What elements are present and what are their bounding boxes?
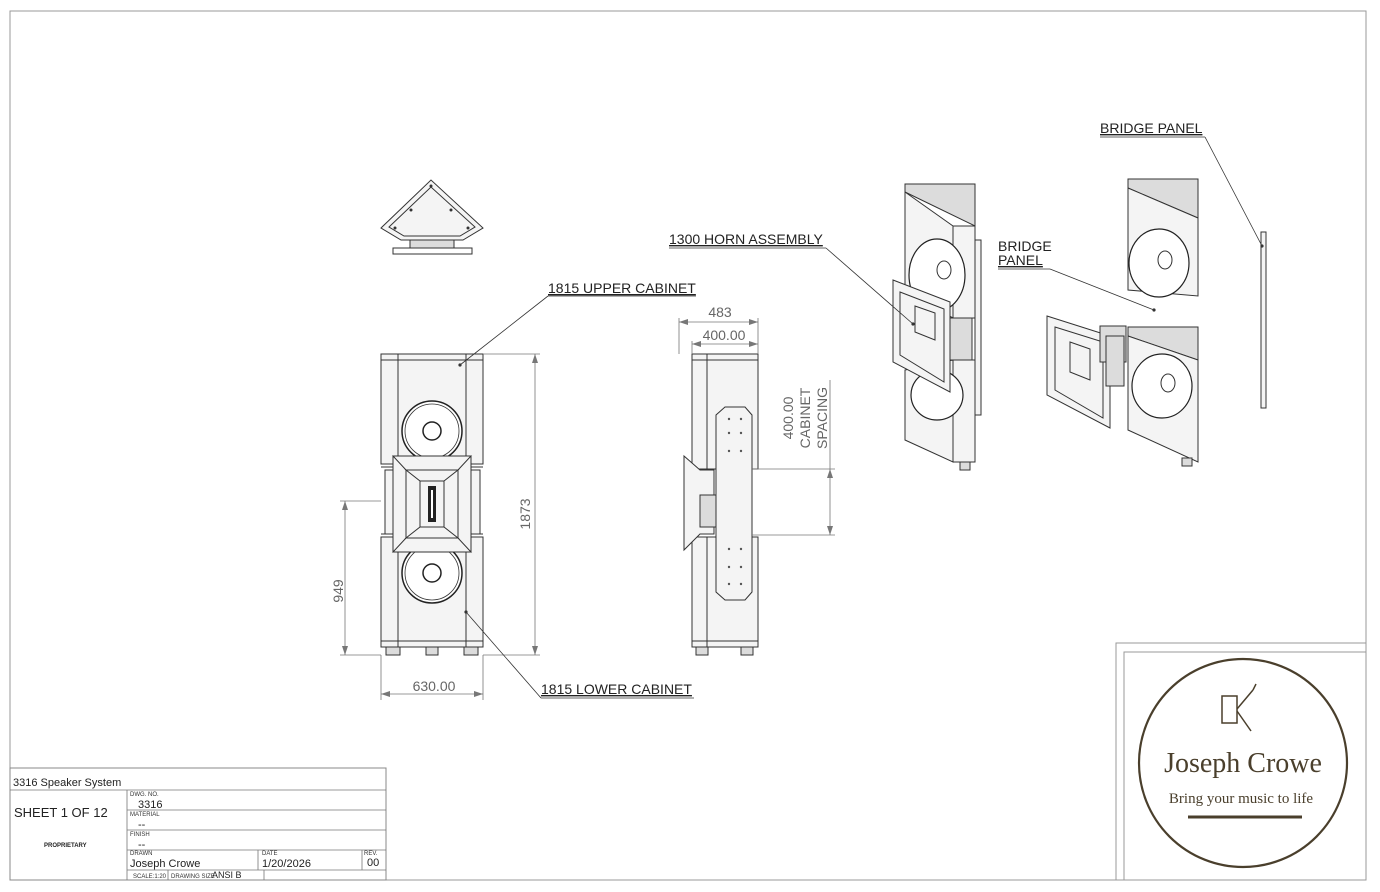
dim-depth-inner: 400.00 (703, 327, 746, 343)
date-label: DATE (262, 851, 278, 857)
size-value: ANSI B (212, 870, 242, 880)
front-view (340, 353, 540, 700)
drawn-label: DRAWN (130, 851, 152, 857)
size-label: DRAWING SIZE (171, 874, 215, 880)
callout-upper-cabinet: 1815 UPPER CABINET (548, 280, 696, 296)
dim-overall-height: 1873 (517, 498, 533, 529)
callout-bridge-panel-top: BRIDGE PANEL (1100, 120, 1203, 136)
finish-value: -- (138, 839, 146, 851)
finish-label: FINISH (130, 832, 150, 838)
rev-value: 00 (367, 857, 379, 869)
dim-lower-height: 949 (330, 579, 346, 603)
horn-front (391, 455, 473, 553)
side-view (678, 318, 835, 656)
logo-name: Joseph Crowe (1164, 748, 1322, 779)
drawn-value: Joseph Crowe (130, 858, 200, 870)
bridge-panel-exploded (1260, 231, 1267, 409)
title-block (9, 767, 387, 881)
callout-bridge-panel-mid-1: BRIDGE (998, 238, 1052, 254)
logo-circle (1137, 657, 1349, 869)
callout-horn-assembly: 1300 HORN ASSEMBLY (669, 231, 823, 247)
sheet-border (9, 10, 1367, 881)
top-view (380, 179, 484, 255)
dwg-no-value: 3316 (138, 799, 162, 811)
speaker-mark-icon (1221, 683, 1257, 732)
material-value: -- (138, 819, 146, 831)
dim-spacing-line-1: CABINET (797, 387, 813, 448)
scale-value: SCALE:1:20 (133, 874, 167, 880)
logo-tagline: Bring your music to life (1169, 791, 1313, 807)
dim-depth-outer: 483 (708, 304, 732, 320)
dwg-no-label: DWG. NO. (130, 792, 159, 798)
title-block-sheet: SHEET 1 OF 12 (14, 805, 108, 820)
rev-label: REV. (364, 851, 378, 857)
title-block-title: 3316 Speaker System (13, 777, 121, 789)
dim-spacing-value: 400.00 (780, 396, 796, 439)
dim-spacing-line-2: SPACING (814, 387, 830, 449)
bridge-panel-side (715, 406, 753, 601)
iso-exploded-view (1046, 178, 1199, 467)
iso-assembled-view (892, 183, 982, 471)
material-label: MATERIAL (130, 812, 160, 818)
date-value: 1/20/2026 (262, 858, 311, 870)
callout-lower-cabinet: 1815 LOWER CABINET (541, 681, 692, 697)
callout-bridge-panel-mid-2: PANEL (998, 252, 1043, 268)
logo: Joseph Crowe Bring your music to life (1137, 657, 1349, 869)
title-block-proprietary: PROPRIETARY (44, 843, 87, 849)
dim-width: 630.00 (413, 678, 456, 694)
